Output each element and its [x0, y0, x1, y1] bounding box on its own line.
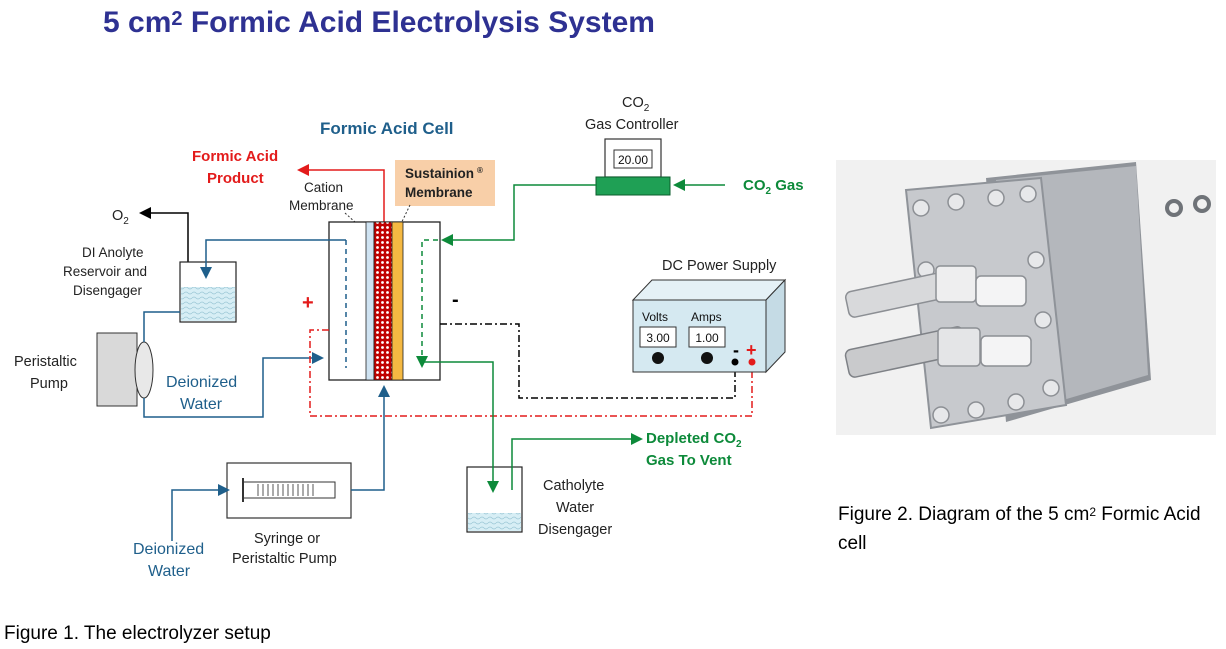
depleted-co2-label: Depleted CO2: [646, 430, 742, 450]
figure1-caption: Figure 1. The electrolyzer setup: [4, 623, 271, 644]
co2-to-cell-line: [441, 184, 596, 246]
deionized-water-bottom-label-2: Water: [148, 563, 191, 580]
syringe-label-2: Peristaltic Pump: [232, 551, 337, 567]
pump-to-cell-line: [143, 352, 324, 418]
peristaltic-pump-label: Peristaltic: [14, 354, 77, 370]
anolyte-label-2: Reservoir and: [63, 264, 147, 279]
volts-display: [639, 326, 677, 348]
negative-terminal: [731, 358, 739, 366]
fitting-lower: [844, 326, 981, 378]
depleted-co2-label-2: Gas To Vent: [646, 452, 732, 469]
amps-display: [688, 326, 726, 348]
figure2-caption: Figure 2. Diagram of the 5 cm2 Formic Ac…: [838, 504, 1201, 554]
power-supply-top: [631, 279, 787, 301]
catholyte-label-3: Disengager: [538, 522, 612, 538]
cell-photo: [836, 160, 1216, 435]
peristaltic-pump: [96, 332, 138, 407]
vent-line: [511, 433, 643, 490]
loose-washers: [1165, 195, 1211, 217]
volts-value: 3.00: [646, 331, 670, 345]
co2-controller-value: 20.00: [618, 153, 648, 167]
co2-controller-base: [595, 176, 671, 196]
catholyte-label: Catholyte: [543, 478, 604, 494]
sustainion-label-2: Membrane: [405, 185, 473, 200]
cation-membrane-label: Cation: [304, 180, 343, 195]
deionized-water-label: Deionized: [166, 374, 237, 391]
center-flow-layer: [373, 221, 393, 381]
negative-wire: [440, 323, 736, 399]
anolyte-return-line: [200, 239, 346, 279]
electrolyzer-diagram: Formic Acid Cell Formic Acid Product Cat…: [14, 95, 804, 580]
cell-title: Formic Acid Cell: [320, 119, 454, 138]
reservoir-to-pump-line: [143, 311, 180, 342]
o2-line: [139, 207, 189, 262]
syringe-label: Syringe or: [254, 531, 320, 547]
amps-knob: [701, 352, 713, 364]
fitting-right: [975, 275, 1032, 367]
catholyte-label-2: Water: [556, 500, 594, 516]
deionized-water-label-2: Water: [180, 396, 223, 413]
formic-acid-product-label: Formic Acid: [192, 148, 278, 165]
co2-gas-label: CO2 Gas: [743, 177, 804, 197]
sustainion-membrane: [391, 221, 404, 381]
syringe-barrel: [242, 481, 336, 499]
ps-plus-sign: +: [746, 340, 757, 360]
cation-membrane: [365, 221, 375, 381]
cation-pointer: [344, 212, 367, 233]
cathode-minus: -: [452, 289, 459, 311]
anolyte-label-3: Disengager: [73, 283, 143, 298]
positive-wire: [309, 329, 753, 417]
formic-acid-product-label-2: Product: [207, 170, 264, 187]
volts-label: Volts: [642, 310, 668, 324]
cation-membrane-label-2: Membrane: [289, 198, 354, 213]
anolyte-label: DI Anolyte: [82, 245, 144, 260]
catholyte-liquid: [468, 513, 521, 531]
amps-label: Amps: [691, 310, 722, 324]
pump-head: [134, 341, 154, 399]
power-supply-title: DC Power Supply: [662, 258, 777, 274]
page-title: 5 cm2 Formic Acid Electrolysis System: [103, 6, 655, 39]
cathode-to-disengager-line: [422, 361, 499, 493]
deionized-water-bottom-label: Deionized: [133, 541, 204, 558]
ps-minus-sign: -: [733, 340, 739, 360]
peristaltic-pump-label-2: Pump: [30, 376, 68, 392]
di-to-syringe-line: [171, 484, 230, 541]
cathode-flow: [416, 239, 438, 368]
anode-plus: +: [302, 292, 314, 314]
syringe-to-cell-line: [351, 385, 390, 491]
amps-value: 1.00: [695, 331, 719, 345]
anolyte-liquid: [181, 287, 235, 321]
co2-controller-label-2: Gas Controller: [585, 117, 679, 133]
formic-product-line: [297, 164, 385, 222]
o2-label: O2: [112, 208, 129, 227]
co2-controller-label: CO2: [622, 95, 650, 114]
sustainion-label-box: [395, 160, 495, 206]
co2-controller-display: [613, 149, 653, 169]
fitting-upper: [844, 265, 977, 318]
positive-terminal: [748, 358, 756, 366]
sustainion-label: Sustainion®: [405, 166, 483, 181]
syringe-ticks: [257, 484, 314, 496]
volts-knob: [652, 352, 664, 364]
